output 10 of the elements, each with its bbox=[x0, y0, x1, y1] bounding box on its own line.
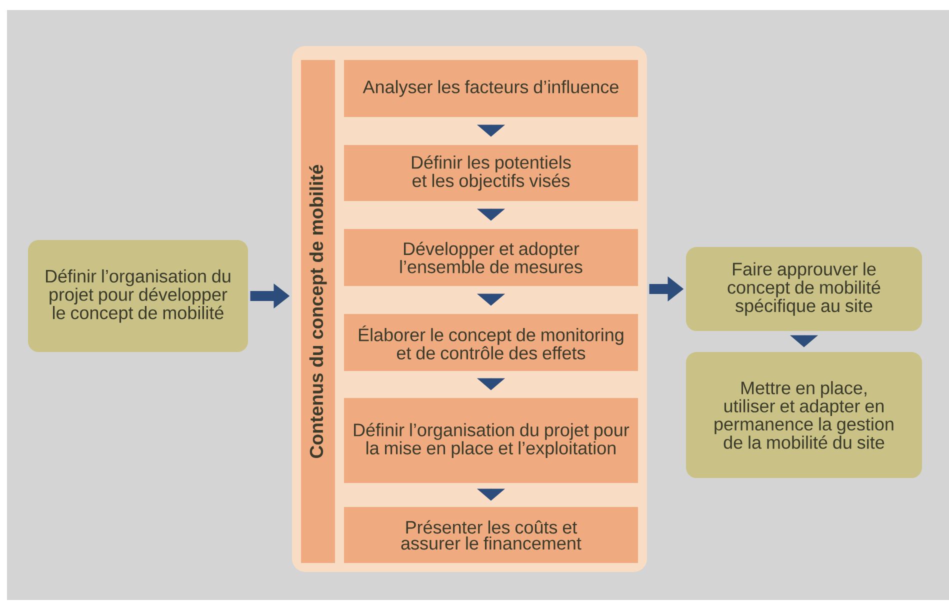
process-box: Définir l’organisation du projet pour développer le concept de mobilité bbox=[28, 240, 248, 352]
process-box: Mettre en place, utiliser et adapter en permanence la gestion de la mobilité du site bbox=[686, 352, 922, 478]
process-box: Faire approuver le concept de mobilité spécifique au site bbox=[686, 246, 922, 331]
title-band: Contenus du concept de mobilité bbox=[301, 60, 335, 563]
step-box: Élaborer le concept de monitoring et de contrôle des effets bbox=[344, 314, 638, 371]
step-box: Analyser les facteurs d’influence bbox=[344, 60, 638, 117]
step-box: Présenter les coûts et assurer le financement bbox=[344, 506, 638, 563]
step-box: Définir les potentiels et les objectifs visés bbox=[344, 144, 638, 201]
step-box: Définir l’organisation du projet pour la mise en place et l’exploitation bbox=[344, 398, 638, 483]
step-box: Développer et adopter l’ensemble de mesures bbox=[344, 229, 638, 286]
